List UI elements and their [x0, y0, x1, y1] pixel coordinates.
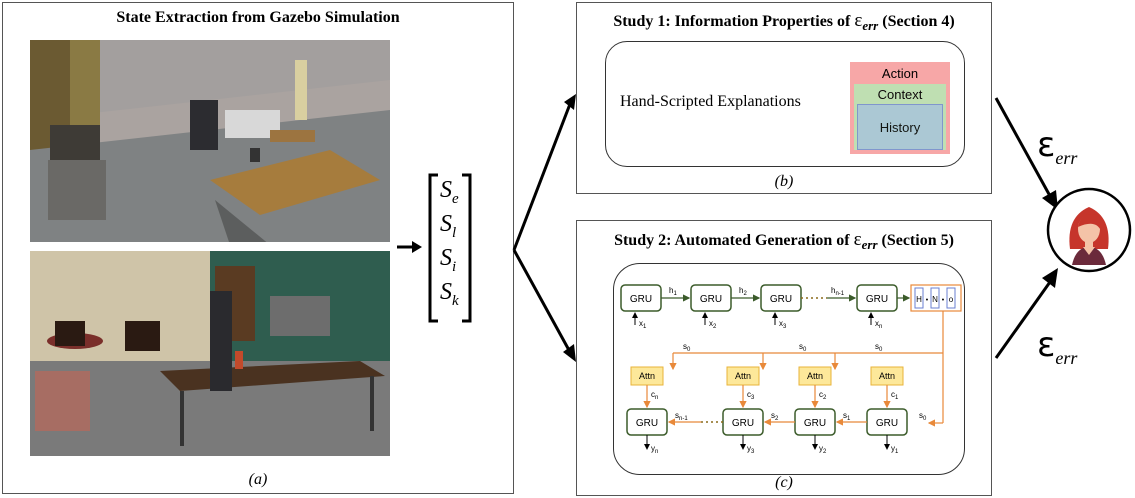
svg-text:N: N	[932, 295, 938, 304]
decoder-gru-2: GRU	[794, 408, 836, 436]
context-c3: c3	[747, 390, 755, 401]
encoder-gru-n: GRU	[856, 284, 898, 312]
gazebo-scene-top	[30, 40, 390, 242]
vector-brackets	[428, 173, 472, 323]
hidden-h1: h1	[669, 286, 677, 297]
svg-text:GRU: GRU	[876, 418, 898, 429]
panel-a: State Extraction from Gazebo Simulation	[2, 2, 514, 494]
user-avatar-icon	[1046, 187, 1132, 273]
svg-text:GRU: GRU	[700, 294, 722, 305]
state-s1: s1	[843, 411, 851, 422]
context-c1: c1	[891, 390, 899, 401]
svg-text:Attn: Attn	[639, 371, 655, 381]
svg-text:Attn: Attn	[735, 371, 751, 381]
arrow-to-state-vector	[397, 241, 422, 253]
panel-a-title: State Extraction from Gazebo Simulation	[116, 9, 400, 26]
hidden-hn1: hn-1	[831, 286, 845, 297]
output-y3: y3	[747, 444, 755, 455]
attn-2: Attn	[798, 366, 832, 386]
svg-text:•: •	[926, 297, 929, 304]
study1-title: Study 1: Information Properties of εerr …	[613, 10, 955, 34]
arrows-to-user	[994, 97, 1058, 359]
input-x3: x3	[779, 319, 787, 330]
attn-3: Attn	[726, 366, 760, 386]
context-c2: c2	[819, 390, 827, 401]
epsilon-label-bottom: εerr	[1037, 325, 1078, 368]
panel-study2: Study 2: Automated Generation of εerr (S…	[576, 220, 992, 496]
top-state-3: s0	[875, 342, 883, 353]
svg-text:GRU: GRU	[732, 418, 754, 429]
fork-arrows	[512, 94, 576, 362]
panel-a-caption: (a)	[248, 471, 268, 488]
svg-text:GRU: GRU	[804, 418, 826, 429]
output-y1: y1	[891, 444, 899, 455]
output-y2: y2	[819, 444, 827, 455]
seq2seq-diagram: GRU GRU GRU GRU h1 h2 hn-1 x1 x2 x3 xn H…	[613, 263, 965, 475]
encoder-gru-3: GRU	[760, 284, 802, 312]
svg-text:GRU: GRU	[636, 418, 658, 429]
study2-caption: (c)	[775, 474, 793, 491]
context-cn: cn	[651, 390, 658, 401]
hand-scripted-label: Hand-Scripted Explanations	[620, 93, 801, 110]
decoder-gru-3: GRU	[722, 408, 764, 436]
panel-study1: Study 1: Information Properties of εerr …	[576, 2, 992, 194]
study2-title: Study 2: Automated Generation of εerr (S…	[614, 229, 954, 253]
svg-text:Attn: Attn	[879, 371, 895, 381]
study1-box: Hand-Scripted Explanations Action Contex…	[605, 41, 965, 167]
layer-history: History	[857, 104, 943, 150]
input-x2: x2	[709, 319, 717, 330]
encoder-gru-2: GRU	[690, 284, 732, 312]
top-state-1: s0	[683, 342, 691, 353]
encoder-output-tokens: H • N • o	[910, 284, 962, 312]
svg-text:GRU: GRU	[770, 294, 792, 305]
state-sn1: sn-1	[675, 411, 688, 422]
svg-text:•: •	[942, 297, 945, 304]
svg-text:GRU: GRU	[866, 294, 888, 305]
gazebo-scene-bottom	[30, 251, 390, 456]
state-s2: s2	[771, 411, 779, 422]
input-xn: xn	[875, 319, 882, 330]
state-vector: Se Sl Si Sk	[428, 173, 472, 323]
top-state-2: s0	[799, 342, 807, 353]
state-s0: s0	[919, 411, 927, 422]
decoder-gru-1: GRU	[866, 408, 908, 436]
svg-text:Attn: Attn	[807, 371, 823, 381]
svg-text:o: o	[949, 295, 954, 304]
decoder-gru-n: GRU	[626, 408, 668, 436]
encoder-gru-1: GRU	[620, 284, 662, 312]
input-x1: x1	[639, 319, 647, 330]
hidden-h2: h2	[739, 286, 747, 297]
attn-1: Attn	[870, 366, 904, 386]
svg-text:H: H	[916, 295, 922, 304]
svg-text:GRU: GRU	[630, 294, 652, 305]
output-yn: yn	[651, 444, 658, 455]
state-entry-l: Sl	[440, 211, 457, 241]
state-entry-i: Si	[440, 245, 457, 275]
state-entry-e: Se	[440, 177, 459, 207]
attn-n: Attn	[630, 366, 664, 386]
state-entry-k: Sk	[440, 279, 459, 309]
study1-caption: (b)	[774, 173, 794, 190]
epsilon-label-top: εerr	[1037, 125, 1078, 168]
